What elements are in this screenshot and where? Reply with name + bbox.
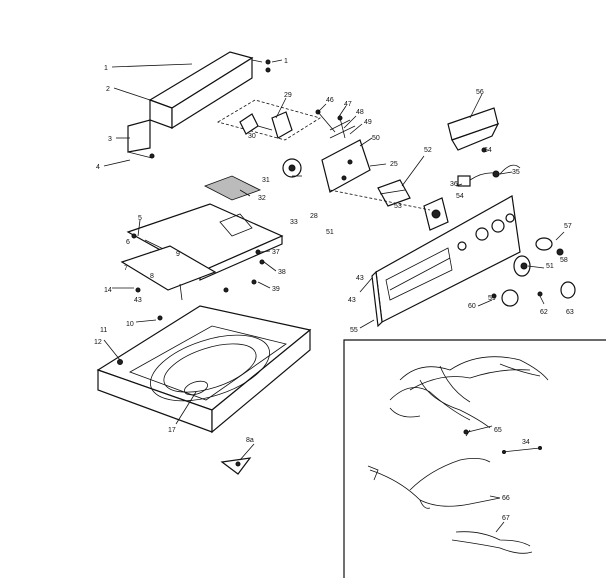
rear-cover-part: [127, 51, 271, 159]
label-29: 29: [284, 92, 292, 99]
label-52: 52: [424, 147, 432, 154]
label-8: 8: [150, 273, 154, 280]
label-6: 6: [126, 239, 130, 246]
label-3: 3: [108, 136, 112, 143]
label-12: 12: [94, 339, 102, 346]
label-31: 31: [262, 177, 270, 184]
label-14: 14: [104, 287, 112, 294]
label-59: 59: [488, 295, 496, 302]
label-1: 1: [104, 65, 108, 72]
label-50: 50: [372, 135, 380, 142]
label-49: 49: [364, 119, 372, 126]
label-10: 10: [126, 321, 134, 328]
console-panel: [371, 195, 521, 328]
label-7: 7: [124, 265, 128, 272]
label-48: 48: [356, 109, 364, 116]
label-35: 35: [512, 169, 520, 176]
label-39: 39: [272, 286, 280, 293]
wiring-harness-inset: [343, 339, 606, 578]
label-67: 67: [502, 515, 510, 522]
label-61: 51: [546, 263, 554, 270]
label-43c: 43: [356, 275, 364, 282]
part-labels: 1 2 3 4 1 29 30 46 47 48 49 50 31 32 52 …: [94, 58, 574, 522]
label-55: 55: [350, 327, 358, 334]
label-53: 53: [394, 203, 402, 210]
label-36: 36: [450, 181, 458, 188]
label-47: 47: [344, 101, 352, 108]
label-37: 37: [272, 249, 280, 256]
washer-top: [96, 305, 312, 434]
label-57: 57: [564, 223, 572, 230]
label-9: 9: [176, 251, 180, 258]
label-25: 25: [390, 161, 398, 168]
label-30: 30: [248, 133, 256, 140]
label-46: 46: [326, 97, 334, 104]
label-63: 63: [566, 309, 574, 316]
label-66: 66: [502, 495, 510, 502]
label-4: 4: [96, 164, 100, 171]
control-plate: [204, 175, 262, 201]
label-2: 2: [106, 86, 110, 93]
label-11: 11: [100, 327, 107, 334]
label-60: 60: [468, 303, 476, 310]
timer-bracket: [282, 109, 371, 193]
label-43: 43: [134, 297, 142, 304]
label-32: 32: [258, 195, 266, 202]
base-shield-plate: [120, 203, 284, 291]
label-1b: 1: [284, 58, 288, 65]
leader-lines: [103, 93, 565, 533]
label-34: 34: [522, 439, 530, 446]
label-56: 56: [476, 89, 484, 96]
label-38: 38: [278, 269, 286, 276]
lid-clip: [220, 457, 252, 475]
label-64: 64: [484, 147, 492, 154]
label-17: 17: [168, 427, 176, 434]
label-65: 65: [494, 427, 502, 434]
label-62: 62: [540, 309, 548, 316]
label-58: 58: [560, 257, 568, 264]
label-8a: 8a: [246, 437, 254, 444]
label-54: 54: [456, 193, 464, 200]
control-bracket-group: [216, 99, 321, 141]
label-43b: 43: [348, 297, 356, 304]
control-knobs: [491, 237, 576, 307]
label-33: 33: [290, 219, 298, 226]
label-51: 51: [326, 229, 334, 236]
label-5: 5: [138, 215, 142, 222]
label-28: 28: [310, 213, 318, 220]
